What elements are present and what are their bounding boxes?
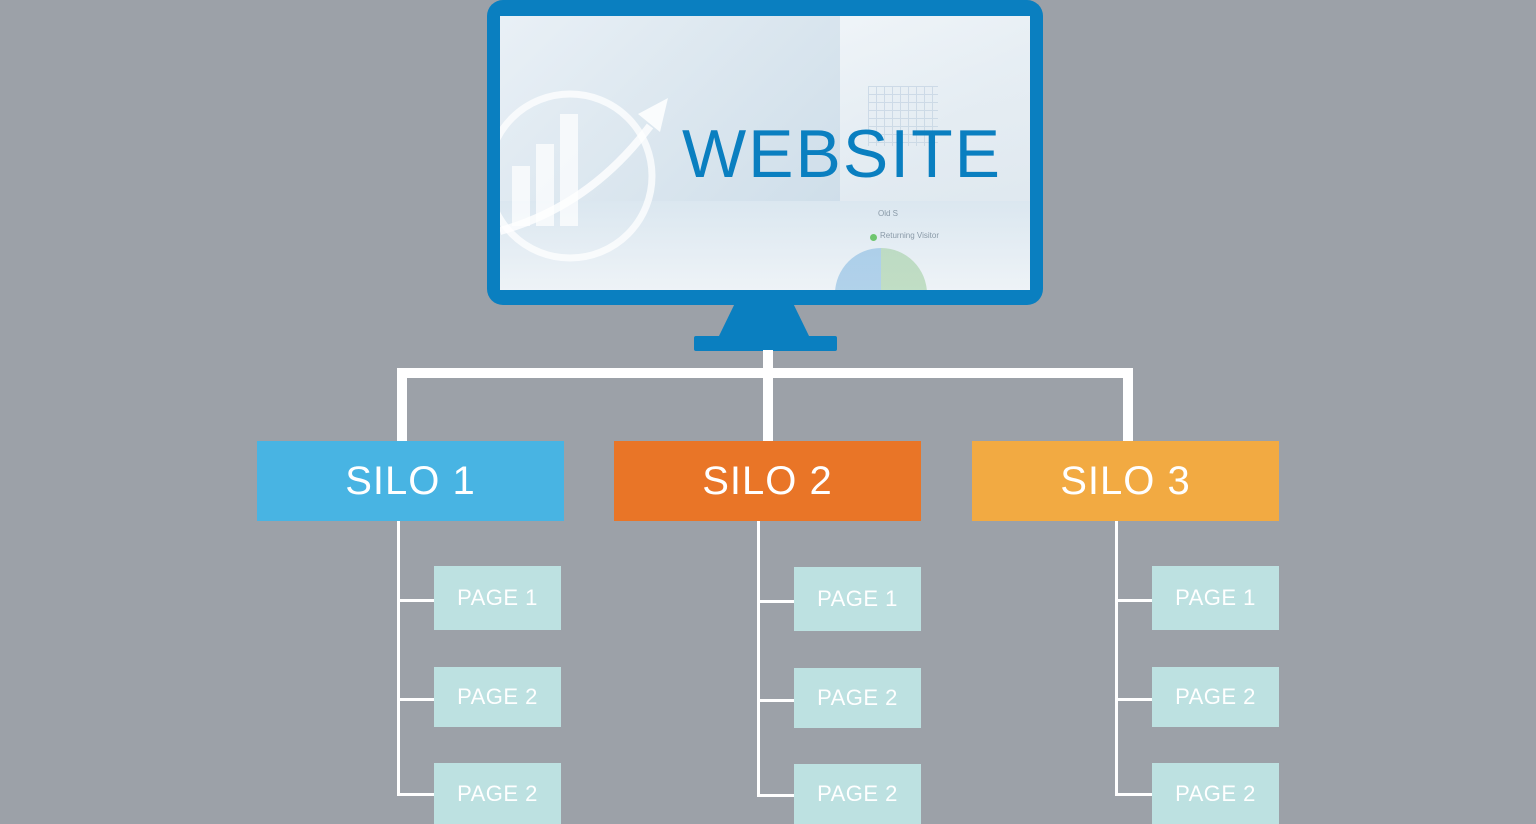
silo-3-page-2: PAGE 2: [1152, 667, 1279, 727]
screen-desk-surface: [500, 201, 1030, 290]
website-title: WEBSITE: [682, 116, 1003, 192]
silo-2-box: SILO 2: [614, 441, 921, 521]
silo-3-page-2-connector: [1115, 698, 1161, 701]
monitor-base: [694, 336, 837, 351]
silo-2-page-3-connector: [757, 794, 803, 797]
silo-3-branch: [1115, 521, 1118, 796]
screen-small-text: Returning Visitor: [880, 231, 939, 240]
silo-1-page-2: PAGE 2: [434, 667, 561, 727]
silo-1-branch: [397, 521, 400, 796]
screen-dashboard-grid: [868, 86, 938, 146]
silo-2-page-3: PAGE 2: [794, 764, 921, 824]
silo-2-branch: [757, 521, 760, 797]
silo-3-page-1-connector: [1115, 599, 1161, 602]
silo-1-page-3-connector: [397, 793, 443, 796]
silo-1-page-2-connector: [397, 698, 443, 701]
silo-3-page-3-connector: [1115, 793, 1161, 796]
silo-2-page-2-connector: [757, 699, 803, 702]
silo-3-page-1: PAGE 1: [1152, 566, 1279, 630]
connector-horizontal: [397, 368, 1133, 378]
legend-dot: [870, 234, 877, 241]
growth-chart-icon: [500, 90, 668, 262]
screen-small-text: Old S: [878, 209, 899, 218]
silo-1-page-1: PAGE 1: [434, 566, 561, 630]
silo-1-page-1-connector: [397, 599, 443, 602]
silo-1-box: SILO 1: [257, 441, 564, 521]
connector-trunk: [763, 350, 773, 441]
silo-3-page-3: PAGE 2: [1152, 763, 1279, 824]
silo-3-box: SILO 3: [972, 441, 1279, 521]
silo-1-page-3: PAGE 2: [434, 763, 561, 824]
monitor-neck: [718, 304, 810, 338]
monitor-screen: Old S Returning Visitor: [500, 16, 1030, 290]
silo-2-page-1-connector: [757, 600, 803, 603]
silo-2-page-1: PAGE 1: [794, 567, 921, 631]
connector-silo-3: [1123, 368, 1133, 441]
silo-2-page-2: PAGE 2: [794, 668, 921, 728]
connector-silo-1: [397, 368, 407, 441]
